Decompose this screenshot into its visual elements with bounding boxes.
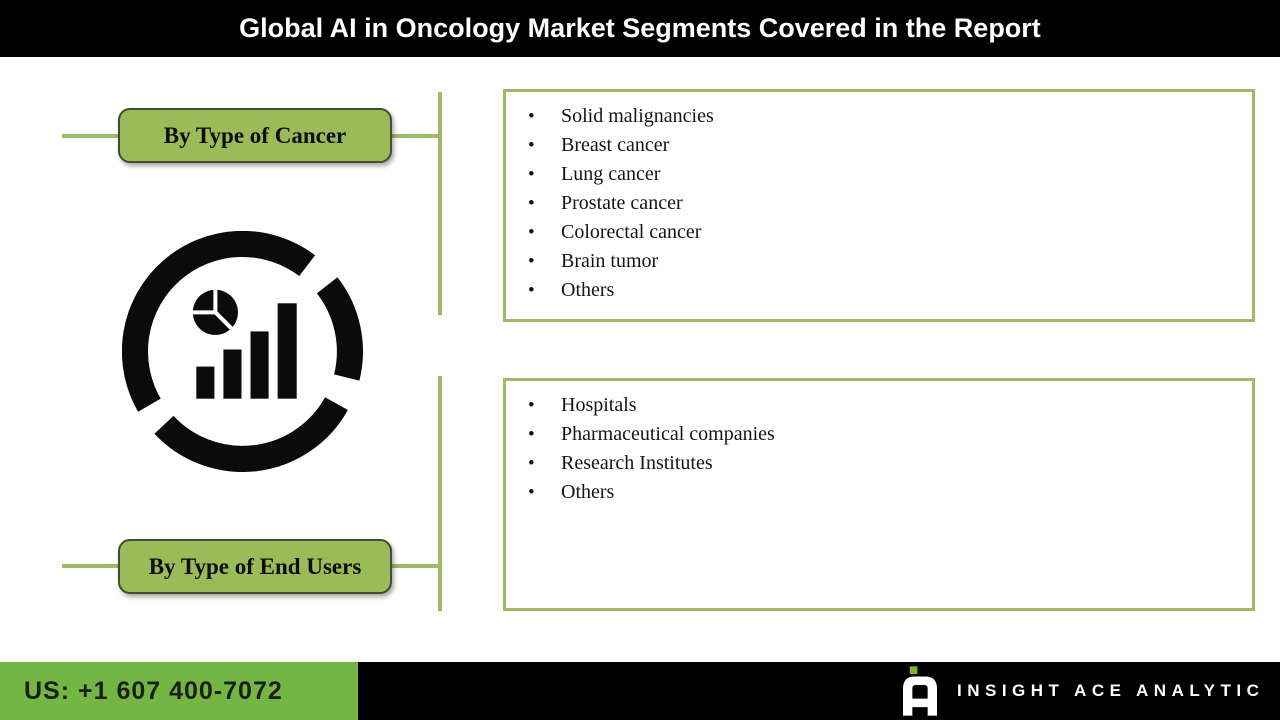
connector-left-line-cancer (62, 134, 118, 138)
list-item: Others (506, 478, 1252, 507)
end-users-list: Hospitals Pharmaceutical companies Resea… (506, 381, 1252, 507)
cancer-types-list: Solid malignancies Breast cancer Lung ca… (506, 92, 1252, 305)
cancer-types-box: Solid malignancies Breast cancer Lung ca… (503, 89, 1255, 322)
brand-name: INSIGHT ACE ANALYTIC (957, 681, 1265, 700)
list-item: Research Institutes (506, 449, 1252, 478)
list-item: Others (506, 276, 1252, 305)
header-bar: Global AI in Oncology Market Segments Co… (0, 0, 1280, 57)
list-item: Hospitals (506, 391, 1252, 420)
list-item: Solid malignancies (506, 102, 1252, 131)
end-users-box: Hospitals Pharmaceutical companies Resea… (503, 378, 1255, 611)
phone-box: US: +1 607 400-7072 (0, 662, 358, 720)
list-item: Lung cancer (506, 160, 1252, 189)
brand-block: INSIGHT ACE ANALYTIC (903, 662, 1264, 720)
label-by-type-of-cancer: By Type of Cancer (118, 108, 392, 163)
phone-number: US: +1 607 400-7072 (24, 676, 283, 705)
list-item: Colorectal cancer (506, 218, 1252, 247)
connector-right-line-cancer (392, 134, 440, 138)
label-by-type-of-end-users: By Type of End Users (118, 539, 392, 594)
list-item: Pharmaceutical companies (506, 420, 1252, 449)
list-item: Prostate cancer (506, 189, 1252, 218)
label-by-type-of-cancer-text: By Type of Cancer (163, 122, 347, 148)
insight-ace-a-logo (903, 666, 937, 716)
connector-vertical-line-cancer (438, 92, 442, 315)
page-title: Global AI in Oncology Market Segments Co… (239, 13, 1041, 43)
connector-vertical-line-endusers (438, 376, 442, 611)
analytics-pie-bar-chart-icon (121, 230, 363, 472)
label-by-type-of-end-users-text: By Type of End Users (148, 553, 362, 579)
list-item: Breast cancer (506, 131, 1252, 160)
footer-bar: US: +1 607 400-7072 INSIGHT ACE ANALYTIC (0, 662, 1280, 720)
connector-left-line-endusers (62, 564, 118, 568)
connector-right-line-endusers (392, 564, 440, 568)
list-item: Brain tumor (506, 247, 1252, 276)
